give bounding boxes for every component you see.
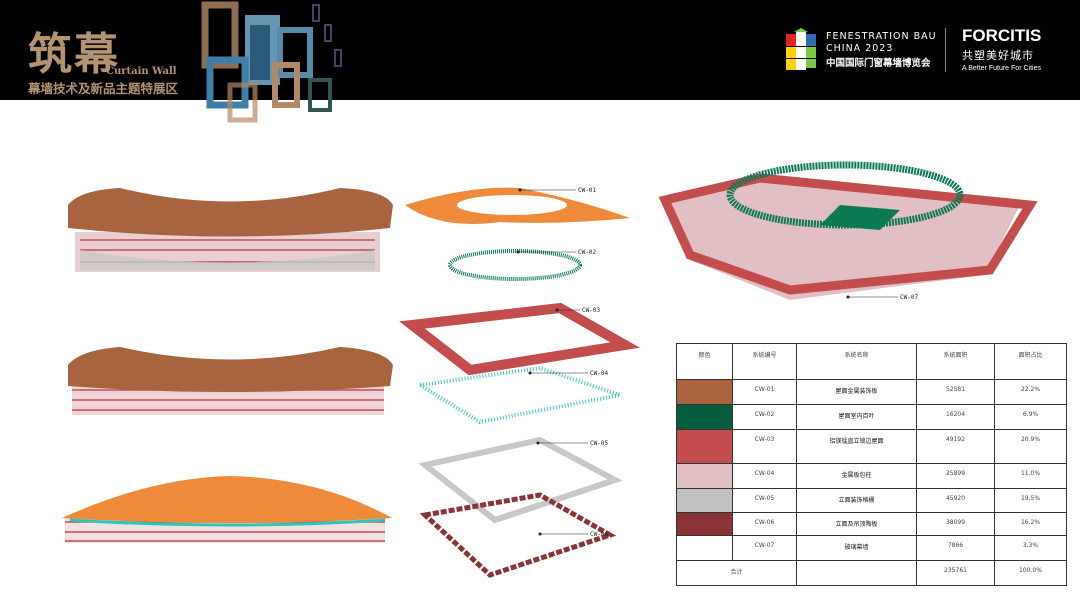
- header-divider: [945, 28, 946, 72]
- system-area: 38099: [916, 512, 995, 536]
- system-name: 铝镁锰直立锁边屋面: [796, 429, 917, 464]
- fenestration-line3: 中国国际门窗幕墙博览会: [826, 58, 931, 69]
- fenestration-logo: FENESTRATION BAU CHINA 2023 中国国际门窗幕墙博览会: [786, 28, 936, 74]
- system-name: 立面装饰格栅: [796, 488, 917, 513]
- color-swatch: [676, 488, 733, 513]
- label-cw02: CW-02: [578, 249, 597, 256]
- system-code: CW-02: [732, 404, 797, 430]
- system-code: CW-06: [732, 512, 797, 536]
- system-area: 25899: [916, 463, 995, 489]
- table-header-row: 颜色 系统编号 系统名称 系统面积 面积占比: [676, 343, 1067, 380]
- label-cw04: CW-04: [590, 370, 609, 377]
- system-area: 52581: [916, 379, 995, 405]
- stadium-3d-view: [658, 161, 1038, 300]
- label-cw03: CW-03: [582, 307, 601, 314]
- header-name: 系统名称: [796, 343, 917, 380]
- label-cw05: CW-05: [590, 440, 609, 447]
- header-ratio: 面积占比: [994, 343, 1067, 380]
- logo-title: 筑幕: [28, 29, 120, 80]
- header-banner: 筑幕 Curtain Wall 幕墙技术及新品主题特展区 FENESTRATIO…: [0, 0, 1080, 123]
- forcitis-slogan-en: A Better Future For Cities: [962, 65, 1041, 72]
- area-ratio: 22.2%: [994, 379, 1067, 405]
- fenestration-emblem-icon: [786, 28, 816, 70]
- area-ratio: 16.2%: [994, 512, 1067, 536]
- label-cw07: CW-07: [900, 294, 919, 301]
- system-name: 玻璃幕墙: [796, 535, 917, 561]
- forcitis-logo: FORCITIS 共塑美好城市 A Better Future For Citi…: [962, 26, 1041, 72]
- system-code: CW-07: [732, 535, 797, 561]
- logo-subtitle-cn: 幕墙技术及新品主题特展区: [28, 81, 179, 96]
- system-area: 16204: [916, 404, 995, 430]
- header-color: 颜色: [676, 343, 733, 380]
- label-cw01: CW-01: [578, 187, 597, 194]
- total-empty: [796, 560, 917, 586]
- system-name: 立面及吊顶陶板: [796, 512, 917, 536]
- stadium-elevation-2: [68, 347, 393, 415]
- color-swatch: [676, 404, 733, 430]
- color-swatch: [676, 512, 733, 536]
- area-ratio: 6.9%: [994, 404, 1067, 430]
- system-area: 7866: [916, 535, 995, 561]
- logo-subtitle-en: Curtain Wall: [106, 66, 177, 77]
- system-name: 屋面室内百叶: [796, 404, 917, 430]
- color-swatch: [676, 379, 733, 405]
- header-code: 系统编号: [732, 343, 797, 380]
- system-area: 45920: [916, 488, 995, 513]
- system-code: CW-01: [732, 379, 797, 405]
- total-ratio: 100.0%: [994, 560, 1067, 586]
- forcitis-name: FORCITIS: [962, 26, 1042, 45]
- area-ratio: 19.5%: [994, 488, 1067, 513]
- forcitis-slogan-cn: 共塑美好城市: [962, 49, 1034, 62]
- color-swatch: [676, 429, 733, 464]
- exploded-layer-cw03: [399, 302, 640, 376]
- exploded-layer-cw06: [419, 492, 617, 578]
- stadium-elevation-3: [62, 476, 392, 543]
- cubes-graphic: [201, 1, 342, 123]
- system-code: CW-05: [732, 488, 797, 513]
- exploded-layer-cw01: [405, 187, 630, 224]
- total-area: 235761: [916, 560, 995, 586]
- exploded-layer-cw05: [418, 436, 623, 524]
- system-name: 屋面金属装饰板: [796, 379, 917, 405]
- fenestration-line1: FENESTRATION BAU: [826, 31, 937, 42]
- table-total-row: 合计 235761 100.0%: [676, 560, 1067, 586]
- area-ratio: 11.0%: [994, 463, 1067, 489]
- fenestration-line2: CHINA 2023: [826, 43, 894, 54]
- total-label: 合计: [676, 560, 797, 586]
- system-code: CW-04: [732, 463, 797, 489]
- header-area: 系统面积: [916, 343, 995, 380]
- color-swatch: [676, 535, 733, 561]
- area-ratio: 3.3%: [994, 535, 1067, 561]
- exploded-layer-cw02: [448, 249, 582, 281]
- stadium-elevation-1: [68, 188, 393, 272]
- color-swatch: [676, 463, 733, 489]
- stadium-drawings: [62, 161, 1038, 578]
- system-code: CW-03: [732, 429, 797, 464]
- system-name: 金属板包柱: [796, 463, 917, 489]
- area-ratio: 20.9%: [994, 429, 1067, 464]
- system-area: 49192: [916, 429, 995, 464]
- label-cw06: CW-06: [590, 531, 609, 538]
